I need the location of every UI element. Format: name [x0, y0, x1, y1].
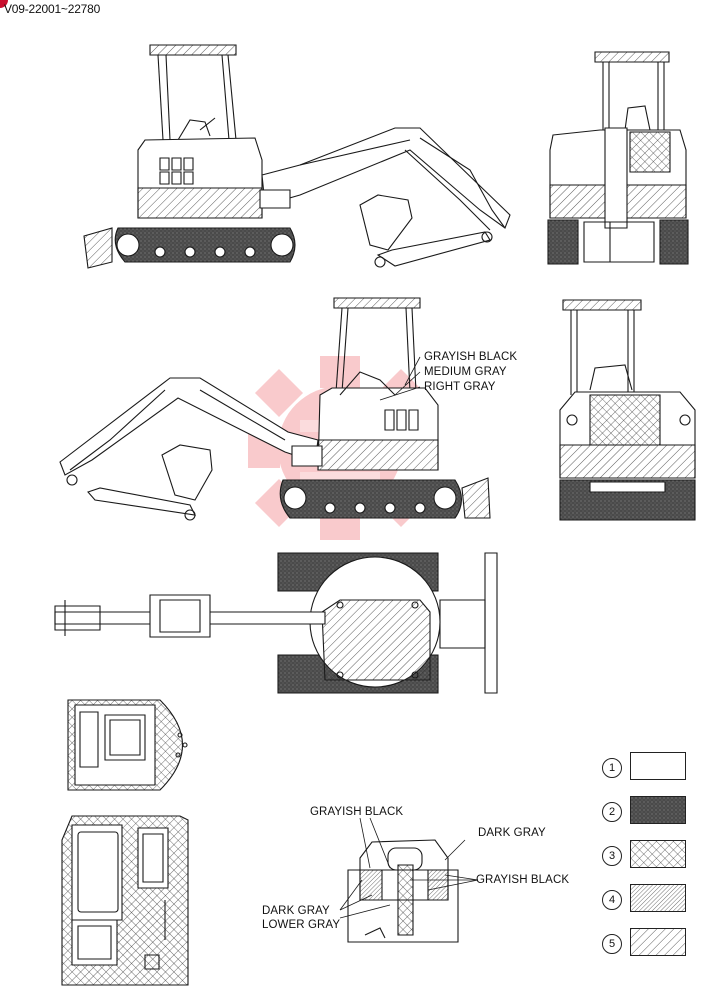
legend-number-5: 5 — [602, 934, 622, 954]
callout-rear-grayish-black-right: GRAYISH BLACK — [476, 874, 570, 886]
callout-rear-dark-gray-right: DARK GRAY — [478, 827, 546, 839]
legend-number-2: 2 — [602, 802, 622, 822]
legend-number-4: 4 — [602, 890, 622, 910]
callout-rear-dark-gray-left: DARK GRAY — [262, 905, 330, 917]
front-view — [548, 52, 688, 264]
header-mark-icon — [0, 0, 8, 8]
callout-grayish-black: GRAYISH BLACK — [424, 351, 518, 363]
callout-leaders — [380, 357, 420, 400]
rear-view — [560, 300, 695, 520]
legend-swatch-4 — [630, 884, 686, 912]
rear-engine-detail — [340, 818, 478, 942]
left-side-view — [60, 298, 490, 520]
header-serial-range: V09-22001~22780 — [4, 2, 101, 16]
cab-top-detail — [68, 700, 187, 790]
callout-rear-grayish-black-top: GRAYISH BLACK — [310, 806, 404, 818]
legend-swatch-5 — [630, 928, 686, 956]
callout-right-gray: RIGHT GRAY — [424, 381, 496, 393]
right-side-view — [84, 45, 510, 268]
legend-number-3: 3 — [602, 846, 622, 866]
callout-rear-lower-gray: LOWER GRAY — [262, 919, 341, 931]
legend-swatch-2 — [630, 796, 686, 824]
legend-swatch-3 — [630, 840, 686, 868]
top-view — [55, 553, 497, 693]
callout-medium-gray: MEDIUM GRAY — [424, 366, 507, 378]
legend-swatch-1 — [630, 752, 686, 780]
cab-side-detail — [62, 816, 188, 985]
legend-number-1: 1 — [602, 758, 622, 778]
